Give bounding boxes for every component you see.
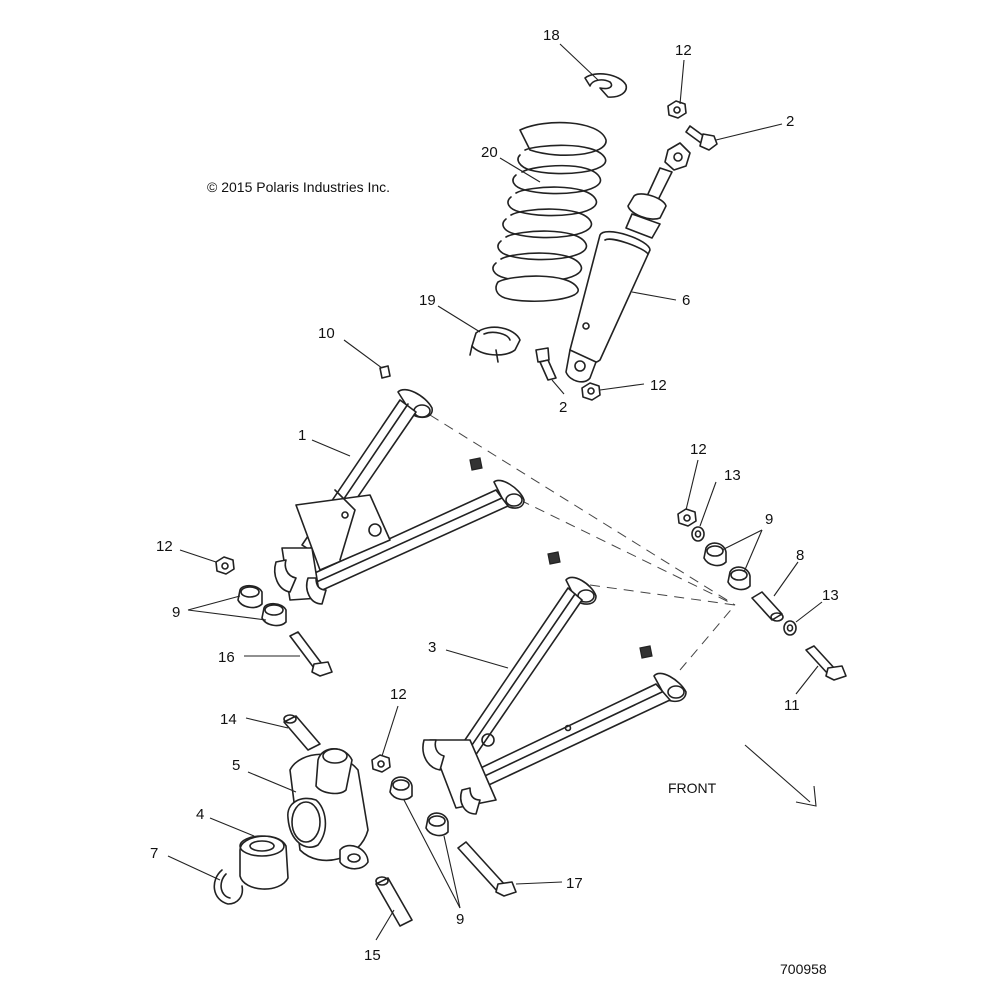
callout-18: 18 bbox=[543, 27, 560, 44]
part-13-washer-upper bbox=[691, 526, 705, 542]
part-19-spring-retainer bbox=[469, 326, 521, 363]
callout-9: 9 bbox=[172, 604, 180, 621]
callout-20: 20 bbox=[481, 144, 498, 161]
part-10-grease-fitting bbox=[379, 365, 391, 379]
callout-6: 6 bbox=[682, 292, 690, 309]
part-7-snap-ring bbox=[213, 869, 244, 905]
part-14-pin bbox=[283, 714, 321, 751]
part-2-bolt-top bbox=[685, 125, 718, 151]
callout-12: 12 bbox=[390, 686, 407, 703]
part-17-bolt bbox=[457, 841, 517, 897]
copyright-text: © 2015 Polaris Industries Inc. bbox=[207, 179, 390, 195]
callout-10: 10 bbox=[318, 325, 335, 342]
part-4-bearing bbox=[239, 835, 289, 890]
part-12-nut-bottom bbox=[371, 754, 391, 773]
part-16-bolt bbox=[289, 631, 333, 677]
callout-14: 14 bbox=[220, 711, 237, 728]
callout-16: 16 bbox=[218, 649, 235, 666]
callout-11: 11 bbox=[784, 697, 800, 714]
part-11-bolt bbox=[805, 645, 847, 681]
part-9-bushings-bottom bbox=[389, 776, 449, 837]
callout-2: 2 bbox=[786, 113, 794, 130]
part-15-pin bbox=[375, 876, 413, 927]
callout-13: 13 bbox=[822, 587, 839, 604]
diagram-id: 700958 bbox=[780, 961, 827, 977]
callout-13: 13 bbox=[724, 467, 741, 484]
part-12-nut-left bbox=[215, 556, 235, 575]
callout-7: 7 bbox=[150, 845, 158, 862]
part-18-snap-ring bbox=[584, 73, 628, 98]
callouts: 18 12 2 20 6 19 10 12 2 1 12 13 9 8 13 1… bbox=[150, 27, 839, 964]
part-9-bushings-right bbox=[703, 542, 751, 591]
callout-9: 9 bbox=[456, 911, 464, 928]
part-12-nut-right bbox=[677, 508, 697, 527]
front-label: FRONT bbox=[668, 780, 717, 796]
part-9-bushings-left bbox=[237, 584, 287, 627]
callout-1: 1 bbox=[298, 427, 306, 444]
callout-19: 19 bbox=[419, 292, 436, 309]
callout-12: 12 bbox=[156, 538, 173, 555]
callout-9: 9 bbox=[765, 511, 773, 528]
callout-2: 2 bbox=[559, 399, 567, 416]
part-3-lower-a-arm bbox=[422, 551, 687, 815]
part-1-upper-a-arm bbox=[274, 388, 525, 605]
callout-8: 8 bbox=[796, 547, 804, 564]
part-12-nut-top bbox=[667, 100, 687, 119]
callout-5: 5 bbox=[232, 757, 240, 774]
front-arrow-icon bbox=[744, 744, 817, 807]
callout-17: 17 bbox=[566, 875, 583, 892]
part-12-nut-middle bbox=[581, 382, 601, 401]
callout-12: 12 bbox=[650, 377, 667, 394]
part-20-coil-spring bbox=[492, 121, 607, 303]
callout-12: 12 bbox=[690, 441, 707, 458]
part-8-sleeve bbox=[751, 591, 784, 622]
callout-4: 4 bbox=[196, 806, 204, 823]
part-5-knuckle bbox=[287, 747, 369, 870]
part-2-bolt-middle bbox=[535, 347, 557, 381]
part-13-washer-lower bbox=[783, 620, 797, 636]
part-6-shock-absorber bbox=[565, 142, 691, 383]
callout-3: 3 bbox=[428, 639, 436, 656]
callout-15: 15 bbox=[364, 947, 381, 964]
alignment-lines bbox=[429, 414, 736, 671]
callout-12: 12 bbox=[675, 42, 692, 59]
